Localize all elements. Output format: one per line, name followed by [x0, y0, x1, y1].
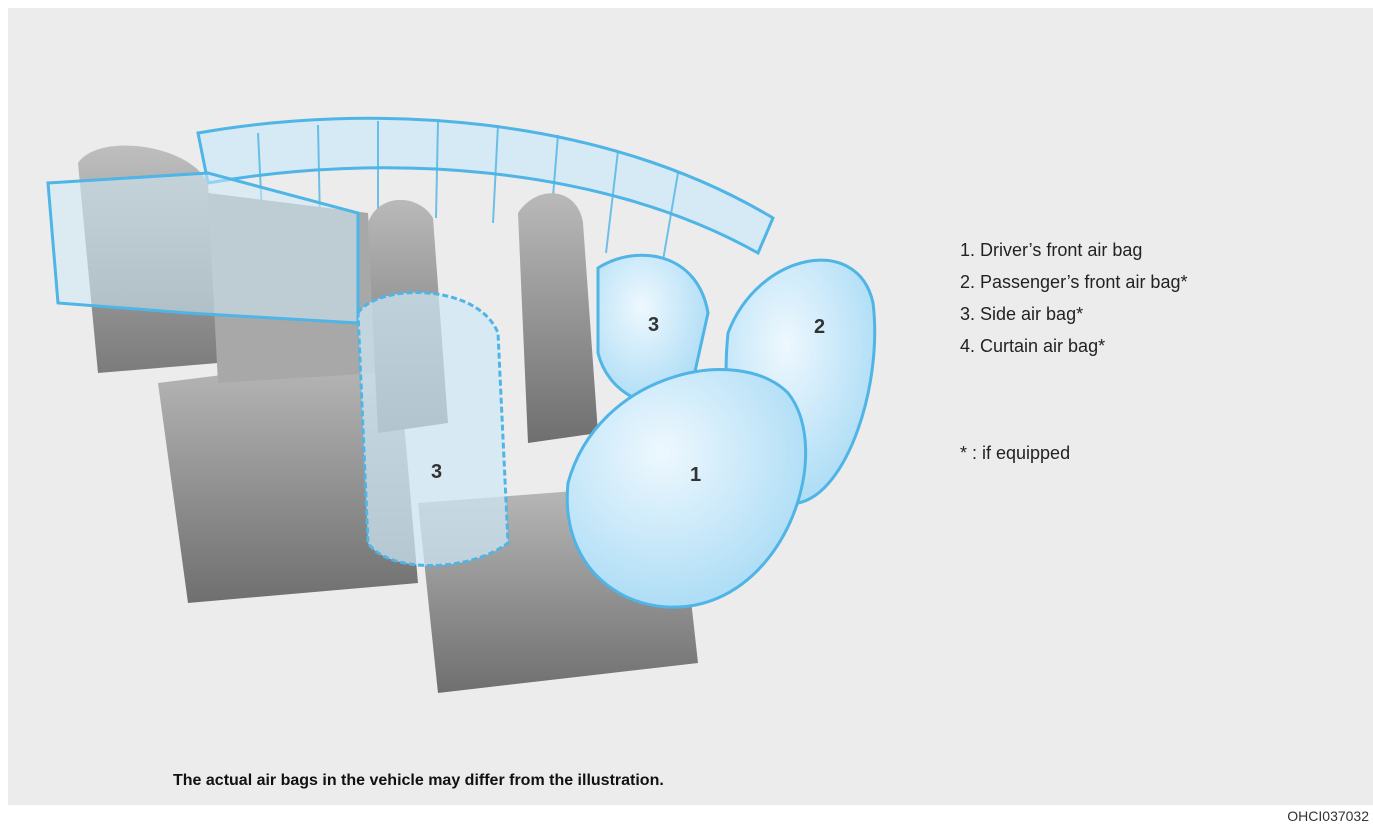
callout-side-left: 3 — [431, 461, 442, 483]
driver-front-airbag — [567, 370, 805, 608]
callout-side-right: 3 — [648, 314, 659, 336]
equipped-footnote: * : if equipped — [960, 443, 1070, 464]
figure-code: OHCI037032 — [1287, 808, 1369, 824]
airbag-legend: 1. Driver’s front air bag 2. Passenger’s… — [960, 234, 1187, 362]
legend-item: 3. Side air bag* — [960, 298, 1187, 330]
callout-driver-front: 1 — [690, 464, 701, 486]
legend-item: 4. Curtain air bag* — [960, 330, 1187, 362]
figure-panel: 3 3 2 1 1. Driver’s front air bag 2. Pas… — [8, 8, 1373, 805]
side-airbag-left — [358, 293, 508, 566]
legend-item: 1. Driver’s front air bag — [960, 234, 1187, 266]
airbag-illustration: 3 3 2 1 — [38, 103, 918, 723]
callout-passenger-front: 2 — [814, 316, 825, 338]
illustration-caption: The actual air bags in the vehicle may d… — [173, 772, 664, 790]
rear-curtain-airbag — [48, 173, 358, 323]
legend-item: 2. Passenger’s front air bag* — [960, 266, 1187, 298]
